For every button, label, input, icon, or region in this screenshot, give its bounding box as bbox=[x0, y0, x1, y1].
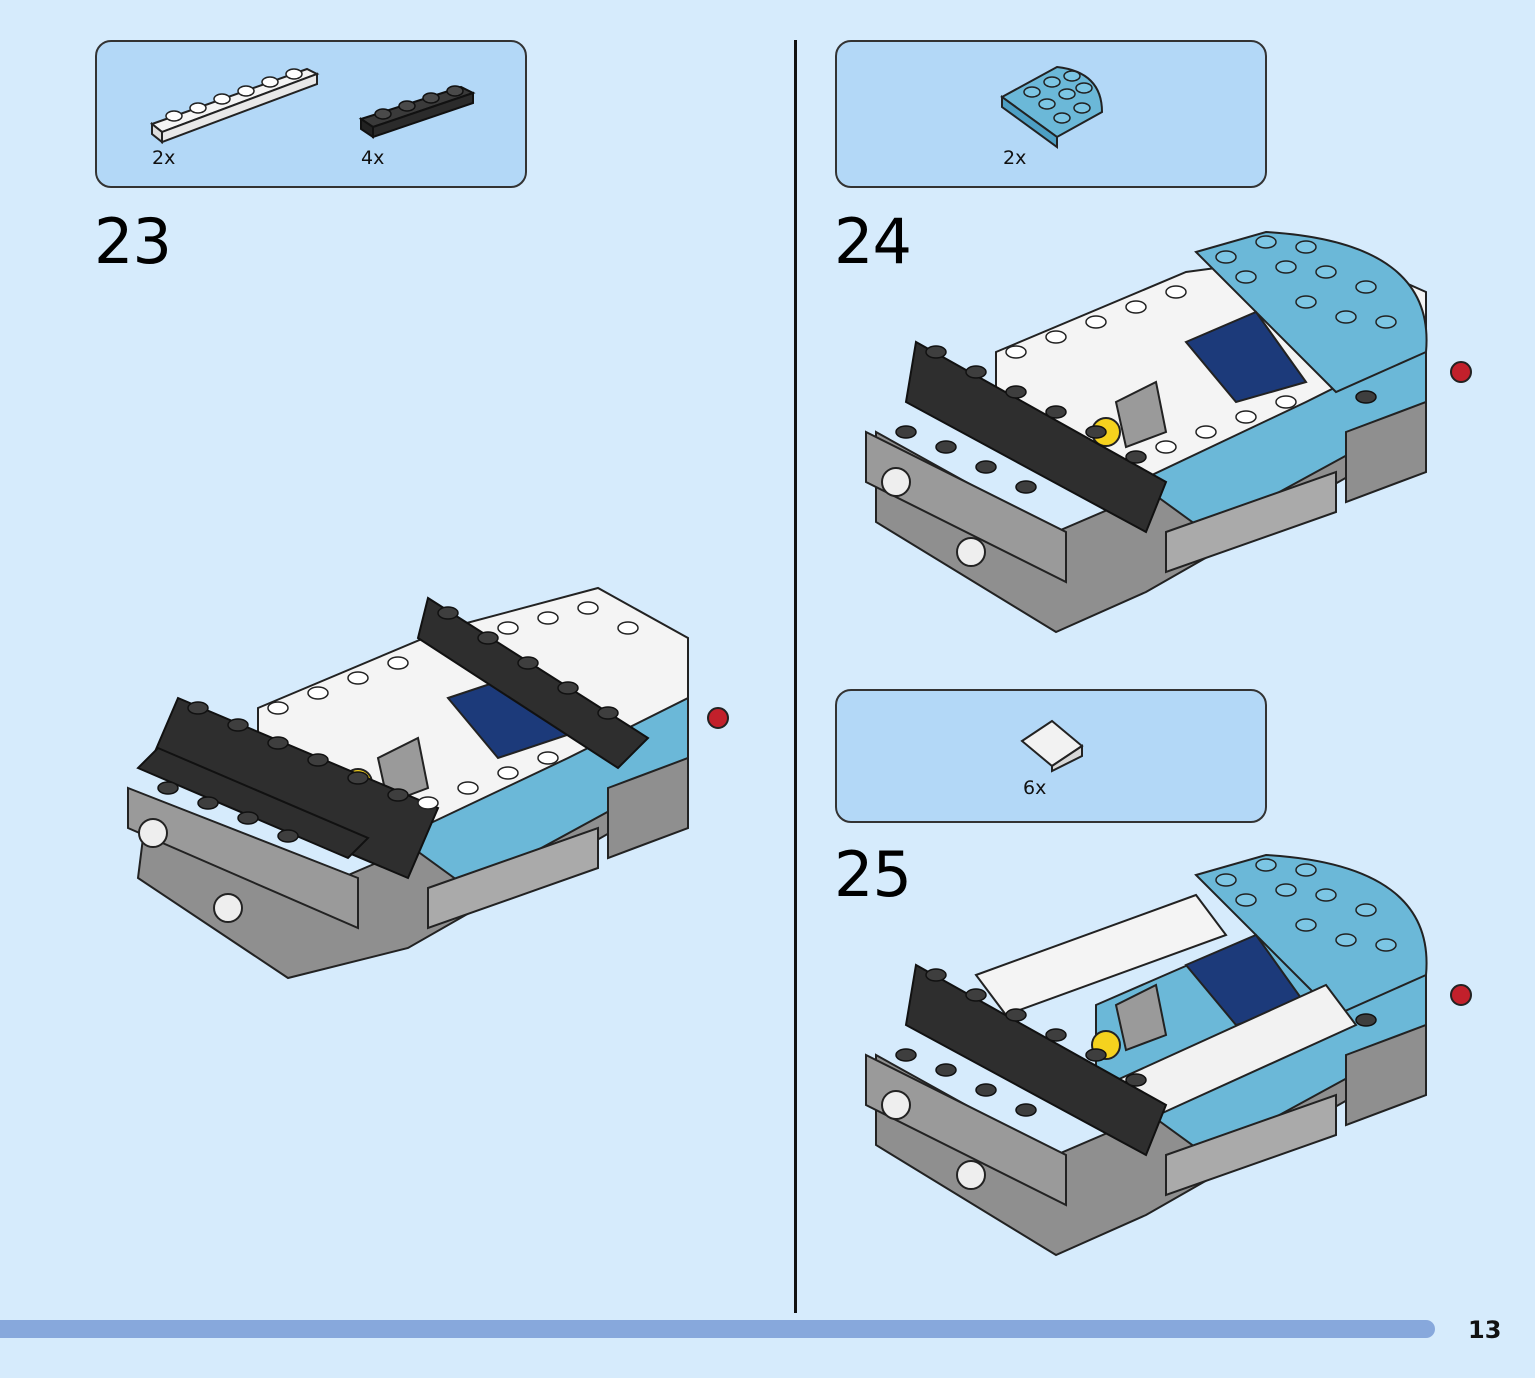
part-quantity: 4x bbox=[361, 147, 385, 169]
step-number: 23 bbox=[94, 205, 172, 278]
part-quantity: 2x bbox=[1003, 147, 1027, 169]
parts-callout-step-24: 2x bbox=[835, 40, 1267, 188]
page-number: 13 bbox=[1468, 1316, 1502, 1344]
step-23-model-illustration bbox=[127, 586, 729, 980]
white-1x6-plate-icon bbox=[149, 67, 320, 145]
part-quantity: 6x bbox=[1023, 777, 1047, 799]
parts-callout-step-23: 2x 4x bbox=[95, 40, 527, 188]
azure-round-corner-plate-icon bbox=[1000, 65, 1104, 149]
progress-bar bbox=[0, 1320, 1435, 1338]
step-number: 24 bbox=[834, 205, 912, 278]
step-24-model-illustration bbox=[865, 230, 1472, 634]
black-1x4-plate-icon bbox=[358, 85, 476, 139]
step-25-model-illustration bbox=[865, 853, 1472, 1257]
parts-callout-step-25: 6x bbox=[835, 689, 1267, 823]
white-slope-tile-icon bbox=[1020, 719, 1084, 773]
step-number: 25 bbox=[834, 838, 912, 911]
column-divider bbox=[794, 40, 797, 1313]
part-quantity: 2x bbox=[152, 147, 176, 169]
